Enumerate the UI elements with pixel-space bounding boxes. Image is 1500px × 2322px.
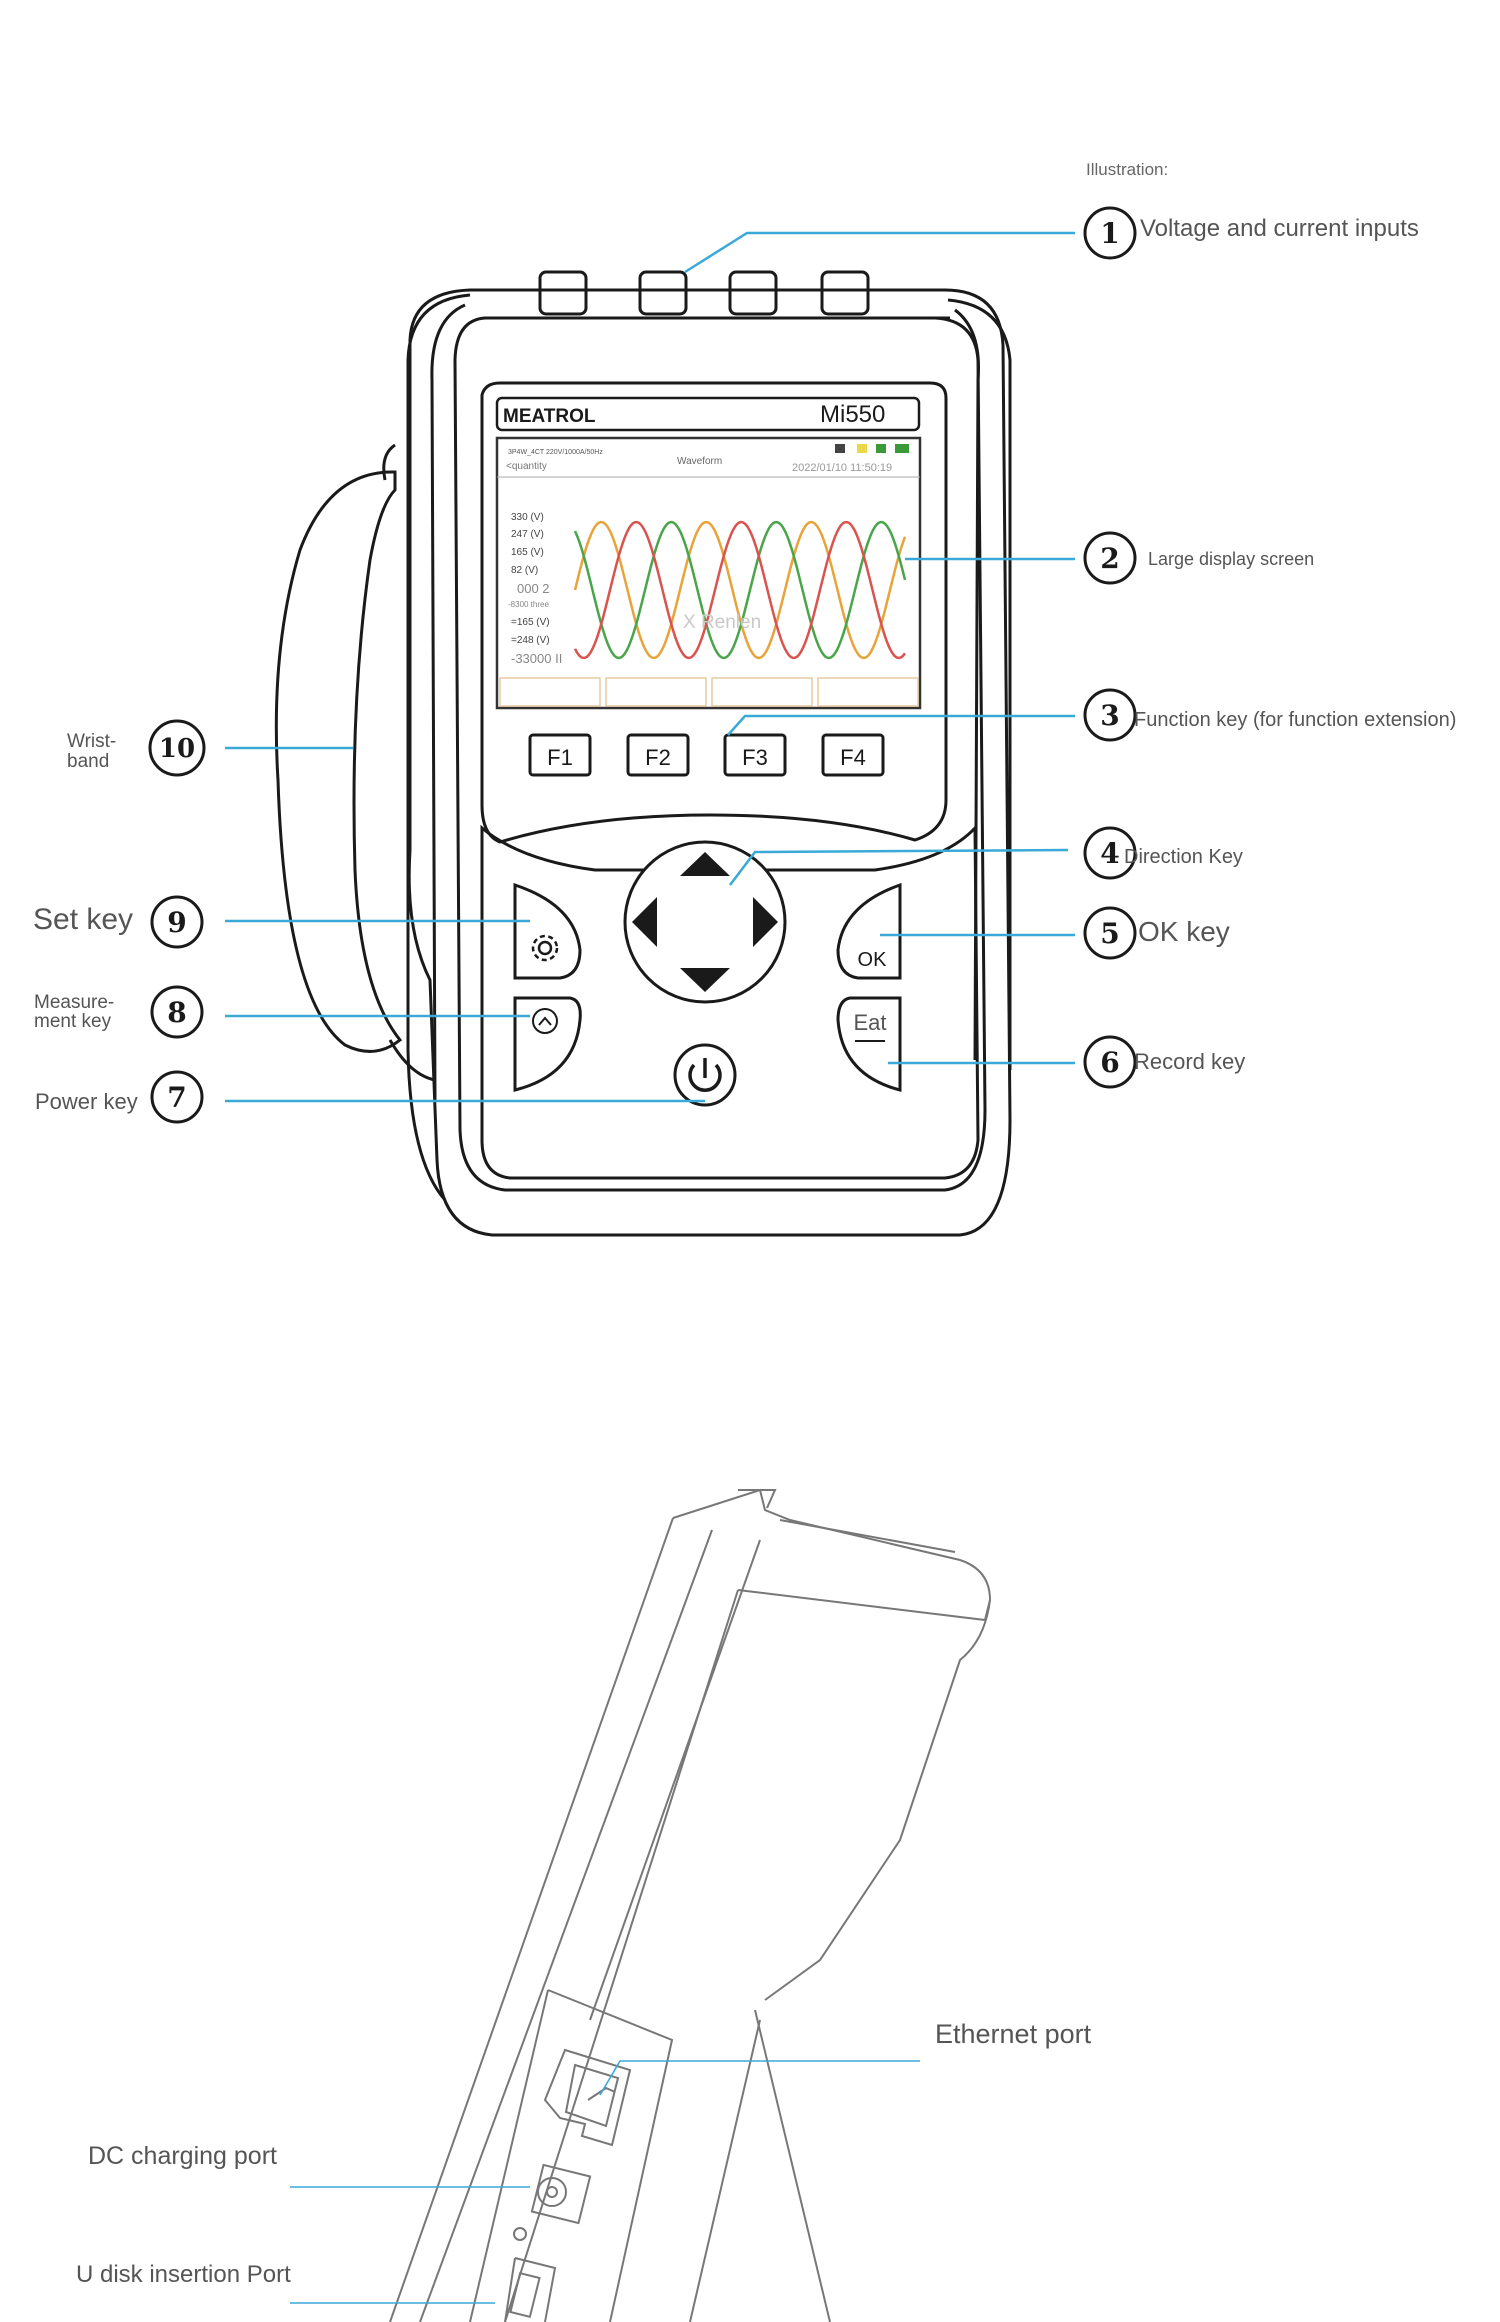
arrow-down-icon[interactable] — [680, 968, 730, 992]
y-tick-label: 165 (V) — [511, 547, 544, 558]
y-tick-label: =248 (V) — [511, 635, 550, 646]
front-device — [274, 270, 1012, 1237]
leader-lines — [225, 231, 1075, 1103]
callout-numbers: 1 2 3 4 5 6 7 8 9 10 — [159, 217, 1120, 1114]
wristband-loop — [382, 443, 436, 1082]
waveform-traces — [573, 520, 907, 660]
arrow-up-icon[interactable] — [680, 852, 730, 876]
softkey-boxes — [499, 677, 919, 707]
screen-header-left: 3P4W_4CT 220V/1000A/50Hz — [508, 449, 603, 456]
waveform-trace — [573, 520, 906, 660]
gear-icon — [531, 934, 559, 962]
callout-1-label: Voltage and current inputs — [1140, 215, 1419, 242]
callout-5-label: OK key — [1138, 916, 1230, 947]
callout-1-number: 1 — [1100, 217, 1119, 250]
y-tick-label: -33000 II — [511, 651, 562, 666]
callout-7-number: 7 — [167, 1081, 186, 1114]
ok-key[interactable]: OK — [836, 882, 902, 980]
waveform-trace — [573, 520, 907, 660]
illustration-label: Illustration: — [1086, 160, 1169, 179]
callout-9-number: 9 — [167, 906, 186, 939]
screen-datetime: 2022/01/10 11:50:19 — [792, 462, 892, 474]
screen-mode: Waveform — [677, 456, 722, 467]
device-body-inner — [453, 316, 987, 1192]
callout-10-number: 10 — [159, 734, 195, 764]
callout-4-label: Direction Key — [1124, 846, 1243, 868]
record-key[interactable]: Eat — [836, 996, 902, 1092]
screen-header-sub: <quantity — [506, 461, 547, 472]
callout-4-number: 4 — [1100, 837, 1119, 870]
svg-text:F4: F4 — [840, 745, 866, 770]
callout-6-label: Record key — [1134, 1049, 1246, 1074]
callout-2-label: Large display screen — [1148, 549, 1315, 569]
callout-9-label: Set key — [33, 903, 134, 936]
wristband-strap — [274, 470, 403, 1053]
right-bumper-inner — [954, 308, 981, 1061]
screen-bezel — [480, 381, 948, 844]
svg-text:F2: F2 — [645, 745, 671, 770]
input-connectors — [490, 270, 950, 320]
callout-6-number: 6 — [1100, 1046, 1119, 1079]
y-tick-label: 330 (V) — [511, 512, 544, 523]
ethernet-port-label: Ethernet port — [935, 2019, 1092, 2049]
port-panel — [469, 1989, 674, 2322]
screen-watermark: X Renlen — [683, 612, 761, 633]
arrow-right-icon[interactable] — [753, 897, 778, 947]
svg-text:F1: F1 — [547, 745, 573, 770]
callout-7-label: Power key — [35, 1089, 138, 1114]
f2-key[interactable]: F2 — [626, 733, 690, 777]
brand-bar: MEATROL Mi550 — [495, 396, 921, 432]
power-icon — [688, 1058, 722, 1092]
gauge-icon — [532, 1008, 558, 1034]
y-tick-label: 247 (V) — [511, 529, 544, 540]
ethernet-port — [543, 2048, 632, 2147]
y-tick-label: 82 (V) — [511, 565, 538, 576]
dc-charging-port — [530, 2163, 592, 2225]
arrow-left-icon[interactable] — [632, 897, 657, 947]
measurement-key[interactable] — [513, 996, 582, 1092]
callout-2-number: 2 — [1100, 542, 1119, 575]
set-key[interactable] — [513, 882, 582, 980]
face-plate — [480, 824, 980, 1180]
usb-port-label: U disk insertion Port — [76, 2261, 291, 2288]
callout-5-number: 5 — [1100, 917, 1119, 950]
brand-logo: MEATROL — [503, 406, 596, 427]
side-leader-lines — [290, 2060, 920, 2304]
function-keys: F1 F2 F3 F4 — [528, 733, 885, 777]
callout-10-label: Wrist- band — [67, 731, 117, 772]
usb-port — [504, 2227, 557, 2322]
callout-badges — [148, 206, 1137, 1124]
callout-3-number: 3 — [1100, 699, 1119, 732]
callout-3-label: Function key (for function extension) — [1134, 709, 1457, 731]
y-tick-label: -8300 three — [508, 600, 549, 609]
svg-text:F3: F3 — [742, 745, 768, 770]
power-key[interactable] — [673, 1043, 737, 1107]
y-axis-ticks: 330 (V) 247 (V) 165 (V) 82 (V) 000 2 -8300 th… — [508, 512, 562, 666]
left-bumper-inner — [430, 303, 466, 1101]
right-bumper — [947, 298, 1012, 1070]
left-bumper — [406, 293, 471, 1201]
callout-8-label: Measure- ment key — [34, 992, 115, 1032]
display-screen: 3P4W_4CT 220V/1000A/50Hz <quantity Wavef… — [495, 436, 922, 710]
y-tick-label: =165 (V) — [511, 617, 550, 628]
svg-text:OK: OK — [858, 949, 888, 971]
y-tick-label: 000 2 — [517, 581, 550, 596]
status-icons — [835, 444, 909, 453]
f3-key[interactable]: F3 — [723, 733, 787, 777]
direction-pad[interactable] — [623, 840, 787, 1004]
side-view-device — [389, 1488, 992, 2322]
svg-text:Eat: Eat — [853, 1010, 886, 1035]
f1-key[interactable]: F1 — [528, 733, 592, 777]
model-label: Mi550 — [820, 401, 885, 428]
callout-8-number: 8 — [167, 996, 186, 1029]
f4-key[interactable]: F4 — [821, 733, 885, 777]
waveform-trace — [573, 520, 907, 660]
dc-charging-port-label: DC charging port — [88, 2142, 277, 2170]
